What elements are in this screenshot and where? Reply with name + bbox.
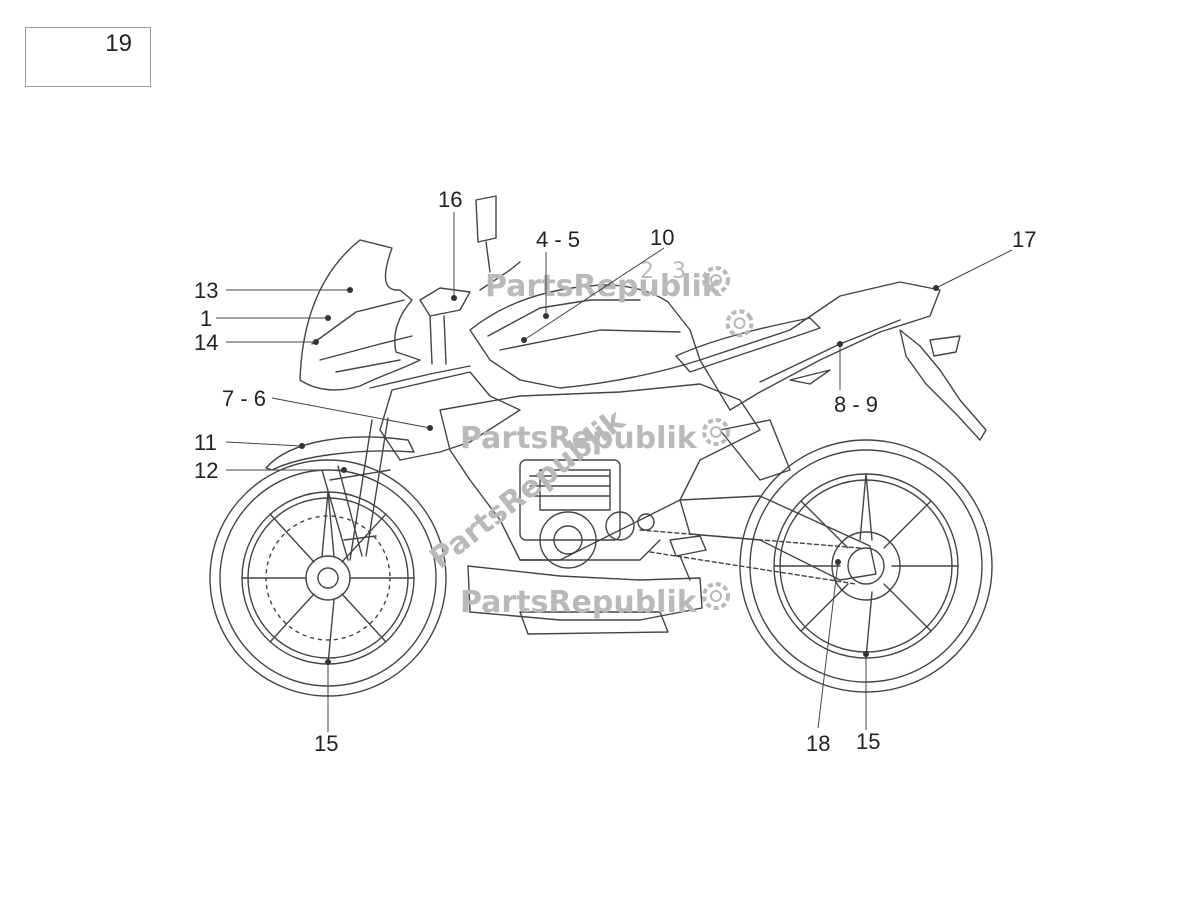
callout-12: 12 <box>194 458 218 483</box>
callout-4-5: 4 - 5 <box>536 227 580 252</box>
footpeg <box>669 535 707 581</box>
fuel-tank <box>469 284 701 389</box>
watermark-3: PartsRepublik <box>460 582 730 620</box>
callout-14: 14 <box>194 330 218 355</box>
exhaust <box>519 611 669 635</box>
gear-icon <box>702 582 730 610</box>
leader-lines <box>216 212 1013 732</box>
callout-15-front: 15 <box>314 731 338 756</box>
reference-number: 19 <box>105 30 132 57</box>
callout-11: 11 <box>194 430 217 455</box>
callout-16: 16 <box>438 187 462 212</box>
callout-18: 18 <box>806 731 830 756</box>
main-frame <box>439 383 761 561</box>
callout-labels: 16 4 - 5 10 17 13 1 14 7 - 6 11 12 8 - 9… <box>194 187 1036 756</box>
rider-seat <box>675 317 821 373</box>
belly-pan <box>467 565 703 621</box>
faint-label-3: 3 <box>672 259 686 284</box>
side-fairing <box>379 371 521 461</box>
callout-8-9: 8 - 9 <box>834 392 878 417</box>
callout-13: 13 <box>194 278 218 303</box>
svg-text:PartsRepublik: PartsRepublik <box>460 585 698 620</box>
watermark-1: PartsRepublik <box>485 266 730 304</box>
watermark-2: PartsRepublik <box>460 418 730 456</box>
callout-15-rear: 15 <box>856 729 880 754</box>
reference-box: 19 <box>25 27 151 87</box>
front-fairing <box>299 239 421 391</box>
svg-text:PartsRepublik: PartsRepublik <box>485 269 723 304</box>
drive-chain <box>639 529 861 585</box>
rear-suspension <box>719 419 791 481</box>
motorcycle-outline-icon <box>209 195 993 697</box>
gear-icon <box>725 309 754 338</box>
watermarks: PartsRepublik PartsRepublik PartsRepubli… <box>423 259 754 620</box>
handlebar <box>419 195 521 365</box>
gear-icon <box>702 266 730 294</box>
callout-10: 10 <box>650 225 674 250</box>
tail-section <box>699 281 941 411</box>
svg-text:PartsRepublik: PartsRepublik <box>460 421 698 456</box>
gear-icon <box>702 418 730 446</box>
license-plate-holder <box>899 329 987 441</box>
swingarm <box>679 495 877 581</box>
callout-7-6: 7 - 6 <box>222 386 266 411</box>
callout-1: 1 <box>200 306 212 331</box>
faint-label-2: 2 <box>640 259 654 284</box>
callout-17: 17 <box>1012 227 1036 252</box>
callout-dots <box>299 285 939 665</box>
front-fork <box>321 417 391 561</box>
front-mudguard <box>265 436 415 471</box>
engine <box>519 459 661 569</box>
